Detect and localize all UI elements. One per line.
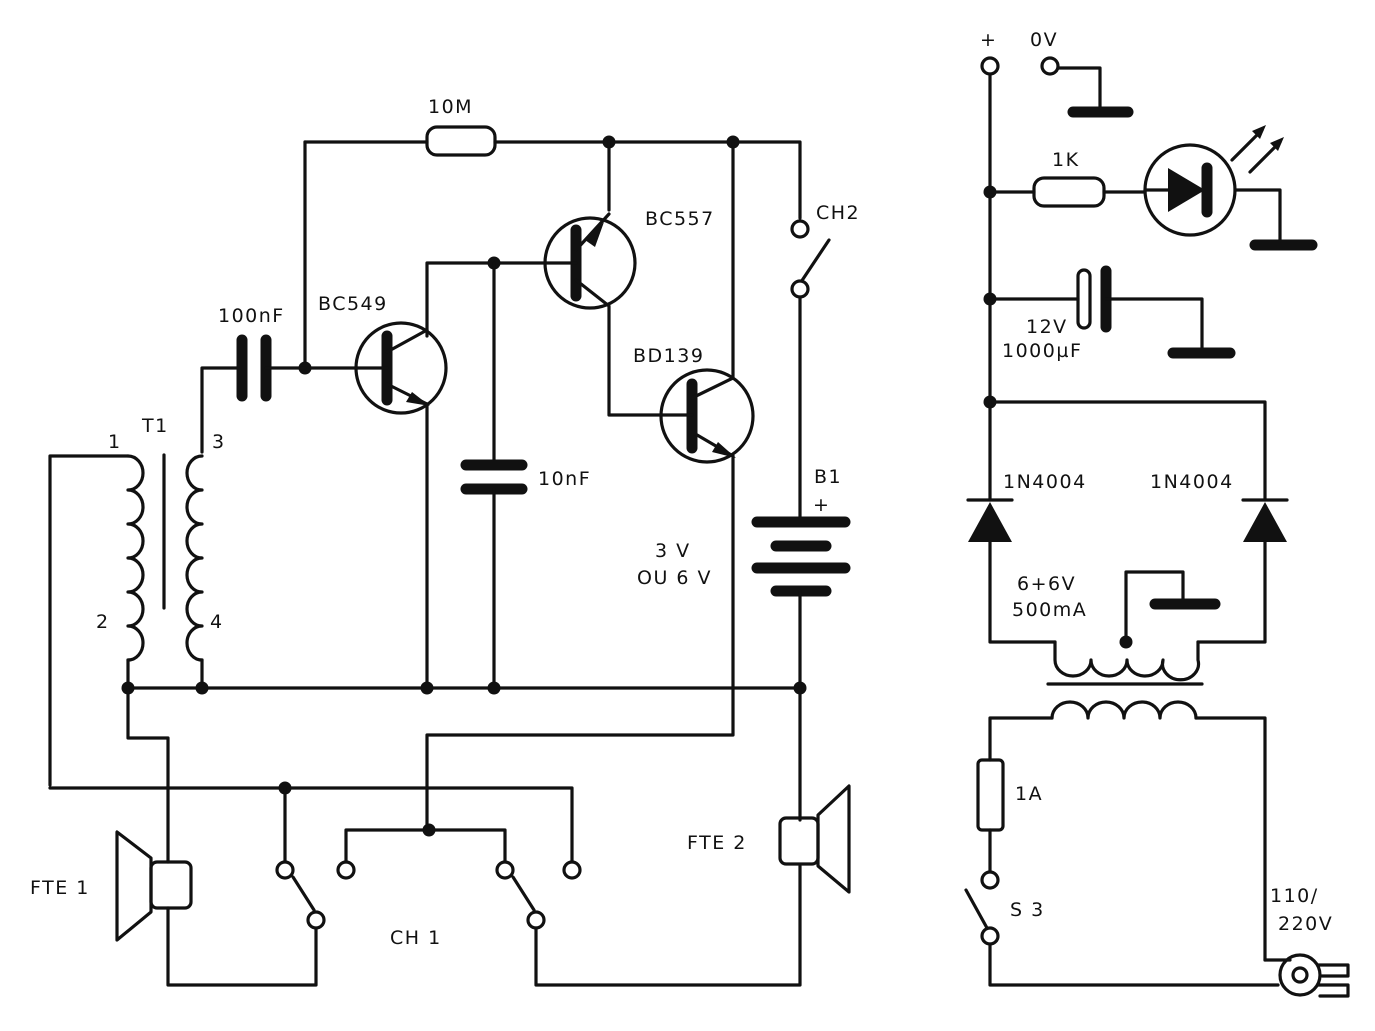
battery-label: B1 — [814, 466, 842, 488]
resistor-10m — [425, 125, 497, 157]
voltage-label-2: OU 6 V — [637, 567, 712, 589]
pin-1-label: 1 — [108, 431, 122, 453]
zero-v-terminal — [1040, 56, 1060, 76]
switch-s3-label: S 3 — [1010, 899, 1045, 921]
switch-ch2-label: CH2 — [816, 202, 860, 224]
power-transformer — [988, 640, 1267, 962]
transistor-bc557 — [543, 140, 662, 417]
junction-dot — [422, 823, 436, 837]
cap-100nf-label: 100nF — [218, 305, 285, 327]
switch-ch1-right — [495, 860, 802, 987]
battery-b1 — [751, 516, 851, 822]
transformer-t1 — [48, 453, 204, 787]
junction-dot — [487, 681, 501, 695]
capacitor-10nf — [460, 261, 528, 690]
cap-10nf-label: 10nF — [538, 468, 591, 490]
zero-v-terminal-label: 0V — [1030, 29, 1058, 51]
wire — [126, 686, 170, 864]
speaker-fte2 — [778, 784, 851, 894]
plus-terminal — [980, 56, 1000, 76]
voltage-label-1: 3 V — [655, 540, 691, 562]
diode-left-label: 1N4004 — [1003, 471, 1087, 493]
capacitor-100nf — [200, 334, 307, 454]
speaker1-label: FTE 1 — [30, 877, 90, 899]
top-rail — [303, 140, 802, 370]
q2-label: BC557 — [645, 208, 715, 230]
q1-label: BC549 — [318, 293, 388, 315]
junction-dot — [420, 681, 434, 695]
wire — [166, 906, 318, 987]
transistor-bc549 — [303, 321, 448, 690]
capacitor-1000uf — [988, 265, 1236, 359]
resistor-1k-label: 1K — [1052, 149, 1080, 171]
wire — [1124, 570, 1185, 644]
wire — [1056, 66, 1102, 112]
battery-plus-label: + — [813, 494, 830, 516]
transformer-voltage-label: 6+6V — [1017, 573, 1076, 595]
mains-label-2: 220V — [1278, 913, 1333, 935]
wire — [425, 261, 547, 338]
led — [1143, 125, 1318, 251]
switch-s3 — [964, 870, 1280, 987]
speaker2-label: FTE 2 — [687, 832, 747, 854]
diode-left — [966, 400, 1057, 644]
switch-ch2 — [790, 219, 831, 522]
mains-plug — [1263, 953, 1350, 998]
diode-right-label: 1N4004 — [1150, 471, 1234, 493]
resistor-1k — [988, 176, 1147, 208]
speaker-fte1 — [115, 830, 193, 942]
junction-dot — [1119, 635, 1133, 649]
resistor-10m-label: 10M — [428, 96, 473, 118]
transistor-bd139 — [425, 140, 755, 832]
pin-3-label: 3 — [212, 431, 226, 453]
diode-right — [1196, 498, 1289, 644]
cap-value-label: 1000µF — [1002, 340, 1082, 362]
q3-label: BD139 — [633, 345, 704, 367]
fuse-label: 1A — [1015, 783, 1043, 805]
wire — [988, 400, 1267, 502]
switch-ch1-label: CH 1 — [390, 927, 442, 949]
transformer-t1-label: T1 — [141, 415, 169, 437]
wire — [48, 786, 574, 864]
transformer-current-label: 500mA — [1012, 599, 1087, 621]
switch-ch1-left — [275, 828, 507, 930]
power-supply: + 0V 1K — [964, 29, 1350, 998]
plus-terminal-label: + — [980, 29, 997, 51]
cap-voltage-label: 12V — [1026, 316, 1068, 338]
left-circuit: 10M BC557 10nF — [30, 96, 860, 987]
fuse-1a — [976, 758, 1005, 874]
mains-label-1: 110/ — [1270, 885, 1319, 907]
pin-4-label: 4 — [210, 611, 224, 633]
pin-2-label: 2 — [96, 611, 110, 633]
junction-dot — [195, 681, 209, 695]
